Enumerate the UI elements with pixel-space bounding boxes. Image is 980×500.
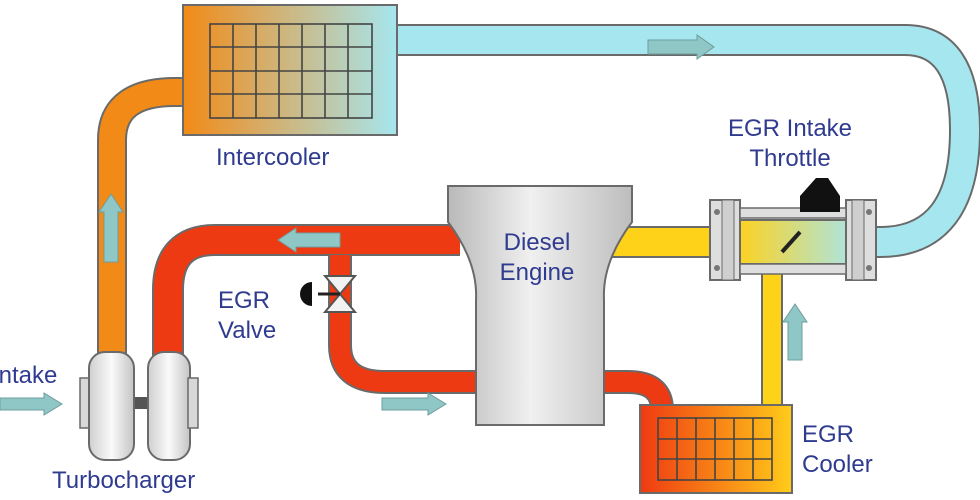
- diesel-engine: [447, 185, 633, 426]
- intercooler: [182, 4, 398, 136]
- diesel-engine-label-line2: Engine: [499, 259, 575, 286]
- egr-valve-label-line2: Valve: [218, 317, 277, 344]
- intercooler-grid: [209, 23, 373, 119]
- egr-cooler-label: EGR Cooler: [802, 420, 873, 480]
- flow-arrow-left-icon: [277, 227, 341, 253]
- diesel-engine-label-line1: Diesel: [503, 229, 571, 256]
- egr-cooler: [639, 404, 793, 494]
- egr-valve-label: EGR Valve: [218, 286, 276, 346]
- egr-cooler-label-line2: Cooler: [802, 451, 873, 478]
- flow-arrow-up-icon: [782, 303, 808, 361]
- intercooler-label: Intercooler: [216, 144, 330, 171]
- flow-arrow-right-icon: [647, 34, 715, 60]
- turbocharger-label: Turbocharger: [52, 467, 196, 494]
- flow-arrows: [0, 34, 808, 416]
- exhaust-pipe: [152, 224, 460, 360]
- mixed-intake-pipe: [612, 226, 783, 410]
- intake-label: Intake: [0, 362, 58, 389]
- egr-loop-pipe: [328, 255, 674, 411]
- throttle-actuator-icon: [800, 178, 840, 212]
- charge-air-pipe: [97, 77, 190, 360]
- turbocharger: [79, 351, 199, 461]
- cold-air-pipe: [395, 24, 980, 258]
- flow-arrow-right-icon: [381, 392, 447, 416]
- egr-valve: [300, 275, 358, 313]
- egr-valve-label-line1: EGR: [218, 287, 271, 314]
- egr-intake-throttle-label-line1: EGR Intake: [727, 115, 853, 142]
- egr-intake-throttle-label: EGR Intake Throttle: [700, 114, 880, 174]
- diesel-engine-label: Diesel Engine: [482, 228, 592, 288]
- egr-intake-throttle: [709, 178, 877, 281]
- egr-cooler-label-line1: EGR: [802, 421, 855, 448]
- flow-arrow-right-icon: [0, 392, 63, 416]
- egr-cooler-grid: [657, 417, 773, 481]
- flow-arrow-up-icon: [98, 193, 124, 263]
- valve-actuator-icon: [300, 282, 312, 306]
- egr-intake-throttle-label-line2: Throttle: [749, 145, 831, 172]
